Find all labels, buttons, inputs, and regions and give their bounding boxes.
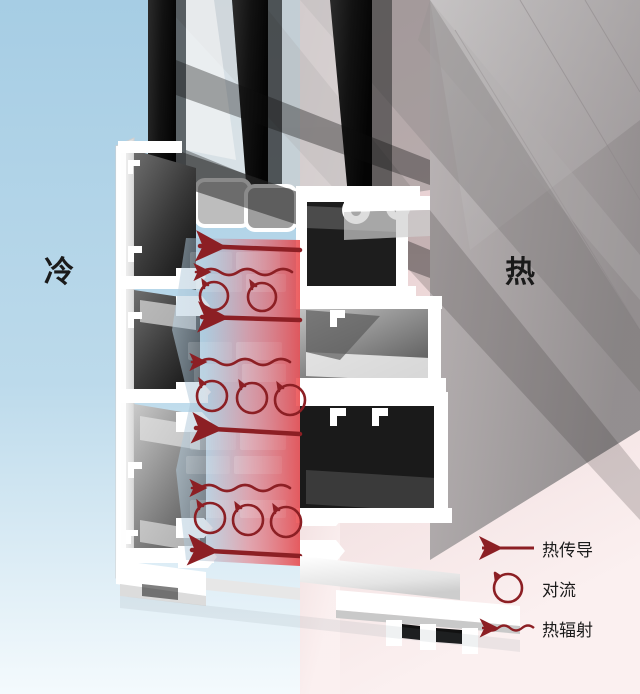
legend-label-radiation: 热辐射 bbox=[542, 620, 593, 641]
wavy-arrow-icon bbox=[470, 608, 542, 648]
glass-unit-assembly bbox=[148, 0, 430, 248]
upper-chamber-arrows bbox=[193, 230, 303, 333]
thermal-break-overlay bbox=[172, 238, 300, 566]
legend-item-convection: 对流 bbox=[470, 568, 630, 608]
extrusion-edge-lines bbox=[454, 0, 640, 331]
radiation-arrow bbox=[200, 267, 294, 277]
lower-chamber-arrows bbox=[186, 478, 303, 566]
convection-circle bbox=[193, 498, 227, 535]
bottom-sill-profile bbox=[116, 556, 520, 654]
legend-label-conduction: 热传导 bbox=[542, 540, 593, 561]
conduction-arrow bbox=[190, 412, 303, 444]
radiation-arrow bbox=[198, 357, 292, 367]
conduction-arrow bbox=[186, 534, 303, 566]
convection-circle bbox=[231, 500, 265, 537]
convection-circle bbox=[269, 502, 303, 539]
conduction-arrow bbox=[194, 230, 303, 262]
legend-label-convection: 对流 bbox=[542, 580, 576, 601]
thermal-arrows bbox=[186, 230, 307, 566]
convection-circle bbox=[246, 278, 278, 313]
legend-item-radiation: 热辐射 bbox=[470, 608, 630, 648]
convection-circle bbox=[195, 376, 229, 413]
radiation-arrow bbox=[198, 483, 292, 493]
legend-item-conduction: 热传导 bbox=[470, 528, 630, 568]
straight-arrow-icon bbox=[470, 528, 542, 568]
convection-circle bbox=[273, 380, 307, 417]
top-cap-profile bbox=[344, 196, 430, 240]
cold-side-label: 冷 bbox=[44, 255, 75, 290]
circular-arrow-icon bbox=[470, 568, 542, 608]
legend: 热传导 对流 bbox=[470, 528, 630, 648]
conduction-arrow bbox=[197, 301, 303, 333]
middle-chamber-arrows bbox=[189, 352, 307, 444]
hot-side-label: 热 bbox=[505, 255, 536, 290]
convection-circle bbox=[235, 378, 269, 415]
